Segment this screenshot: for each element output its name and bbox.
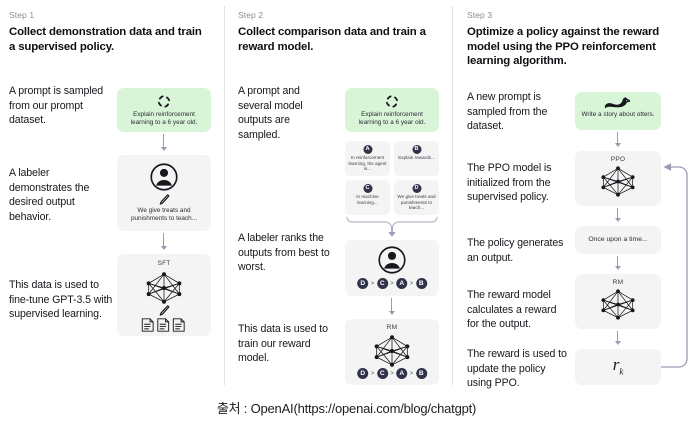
arrow-labeler-to-sft: [160, 233, 167, 250]
step-3-note-1: A new prompt is sampled from the dataset…: [467, 91, 548, 133]
rank-pill-1: D: [357, 278, 369, 289]
arrow-prompt-to-ppo: [614, 132, 621, 147]
neural-net-icon: [596, 165, 640, 198]
option-card-c: C In machine learning...: [345, 180, 390, 215]
step-2-note-2: A labeler ranks the outputs from best to…: [238, 232, 330, 274]
step-3-ppo-card: PPO: [575, 151, 661, 206]
column-divider-2: [452, 6, 453, 385]
step-2-labeler-rank-card: D > C > A > B: [345, 240, 439, 296]
rank-pill-2: C: [376, 278, 388, 289]
step-2-note-1: A prompt and several model outputs are s…: [238, 85, 303, 141]
pencil-icon: [158, 193, 171, 206]
step-1-column: Step 1 Collect demonstration data and tr…: [0, 0, 224, 392]
step-3-column: Step 3 Optimize a policy against the rew…: [453, 0, 693, 392]
step-3-rm-title: RM: [612, 279, 624, 286]
arrow-ppo-to-output: [614, 208, 621, 222]
option-text-a: In reinforcement learning, the agent is.…: [348, 155, 387, 172]
step-3-output-card: Once upon a time...: [575, 226, 661, 254]
step-3-note-3: The policy generates an output.: [467, 237, 564, 264]
step-1-prompt-card: Explain reinforcement learning to a 6 ye…: [117, 88, 211, 132]
step-1-labeler-caption: We give treats and punishments to teach.…: [130, 207, 198, 223]
step-2-rm-card: RM D > C: [345, 319, 439, 385]
step-1-prompt-caption: Explain reinforcement learning to a 6 ye…: [130, 111, 198, 127]
step-3-note-5: The reward is used to update the policy …: [467, 348, 567, 390]
feedback-loop-arrow: [655, 163, 693, 368]
arrow-output-to-rm: [614, 256, 621, 270]
step-1-labeler-card: We give treats and punishments to teach.…: [117, 155, 211, 231]
pencil-icon: [158, 304, 171, 317]
option-badge-b: B: [412, 144, 421, 154]
merge-brace-icon: [345, 216, 440, 238]
neural-net-icon: [141, 271, 187, 305]
arrow-rank-to-rm: [388, 298, 395, 315]
option-card-a: A In reinforcement learning, the agent i…: [345, 141, 390, 176]
step-2-rm-title: RM: [386, 324, 398, 331]
rank-sep-2: >: [390, 370, 394, 377]
step-3-rm-card: RM: [575, 274, 661, 329]
step-3-note-4: The reward model calculates a reward for…: [467, 289, 557, 331]
reward-letter: r: [612, 355, 620, 374]
step-2-prompt-card: Explain reinforcement learning to a 6 ye…: [345, 88, 439, 132]
step-2-label: Step 2: [238, 10, 264, 20]
step-1-sft-card: SFT: [117, 254, 211, 336]
option-text-d: We give treats and punishments to teach.…: [397, 194, 436, 211]
step-1-sft-title: SFT: [157, 260, 171, 267]
step-3-ppo-title: PPO: [610, 156, 626, 163]
option-badge-c: C: [363, 183, 372, 193]
rank-sep-3: >: [409, 370, 414, 377]
rank-pill-3: A: [396, 278, 408, 289]
rank-pill-4: B: [415, 278, 427, 289]
option-card-b: B Explain rewards...: [394, 141, 439, 176]
step-1-label: Step 1: [9, 10, 35, 20]
ranking-row-rm: D > C > A > B: [357, 368, 427, 379]
documents-icon: [141, 317, 187, 333]
neural-net-icon: [596, 288, 640, 321]
option-badge-d: D: [412, 183, 421, 193]
rank-pill-3: A: [396, 368, 408, 379]
person-circle-icon: [377, 245, 407, 275]
reward-subscript: k: [619, 366, 624, 377]
column-divider-1: [224, 6, 225, 385]
rank-sep-1: >: [370, 370, 375, 377]
dashed-circle-icon: [157, 94, 172, 109]
step-1-note-1: A prompt is sampled from our prompt data…: [9, 85, 104, 127]
step-2-note-3: This data is used to train our reward mo…: [238, 323, 328, 365]
step-2-prompt-caption: Explain reinforcement learning to a 6 ye…: [358, 111, 426, 127]
option-card-d: D We give treats and punishments to teac…: [394, 180, 439, 215]
reward-symbol: rk: [575, 355, 661, 376]
neural-net-icon: [369, 334, 415, 368]
rank-pill-4: B: [415, 368, 427, 379]
option-badge-a: A: [363, 144, 372, 154]
step-1-note-2: A labeler demonstrates the desired outpu…: [9, 167, 90, 223]
arrow-rm-to-reward: [614, 331, 621, 345]
ranking-row-labeler: D > C > A > B: [357, 278, 427, 289]
arrow-prompt-to-labeler: [160, 134, 167, 151]
rank-pill-1: D: [357, 368, 369, 379]
rank-sep-2: >: [390, 280, 394, 287]
step-1-heading: Collect demonstration data and train a s…: [9, 26, 202, 53]
rank-pill-2: C: [376, 368, 388, 379]
source-caption: 출처 : OpenAI(https://openai.com/blog/chat…: [216, 401, 477, 416]
option-text-c: In machine learning...: [356, 194, 379, 205]
step-3-new-prompt-caption: Write a story about otters.: [581, 111, 655, 118]
step-3-reward-card: rk: [575, 349, 661, 385]
step-3-note-2: The PPO model is initialized from the su…: [467, 162, 552, 204]
dashed-circle-icon: [385, 94, 400, 109]
step-3-label: Step 3: [467, 10, 493, 20]
step-3-new-prompt-card: Write a story about otters.: [575, 92, 661, 130]
step-1-note-3: This data is used to fine-tune GPT-3.5 w…: [9, 279, 113, 321]
option-text-b: Explain rewards...: [398, 155, 435, 160]
step-2-heading: Collect comparison data and train a rewa…: [238, 26, 426, 53]
person-circle-icon: [149, 162, 179, 192]
rank-sep-1: >: [370, 280, 375, 287]
step-2-column: Step 2 Collect comparison data and train…: [225, 0, 452, 392]
step-3-heading: Optimize a policy against the reward mod…: [467, 26, 660, 67]
step-3-output-caption: Once upon a time...: [588, 236, 648, 243]
otter-icon: [603, 96, 633, 109]
rank-sep-3: >: [409, 280, 414, 287]
